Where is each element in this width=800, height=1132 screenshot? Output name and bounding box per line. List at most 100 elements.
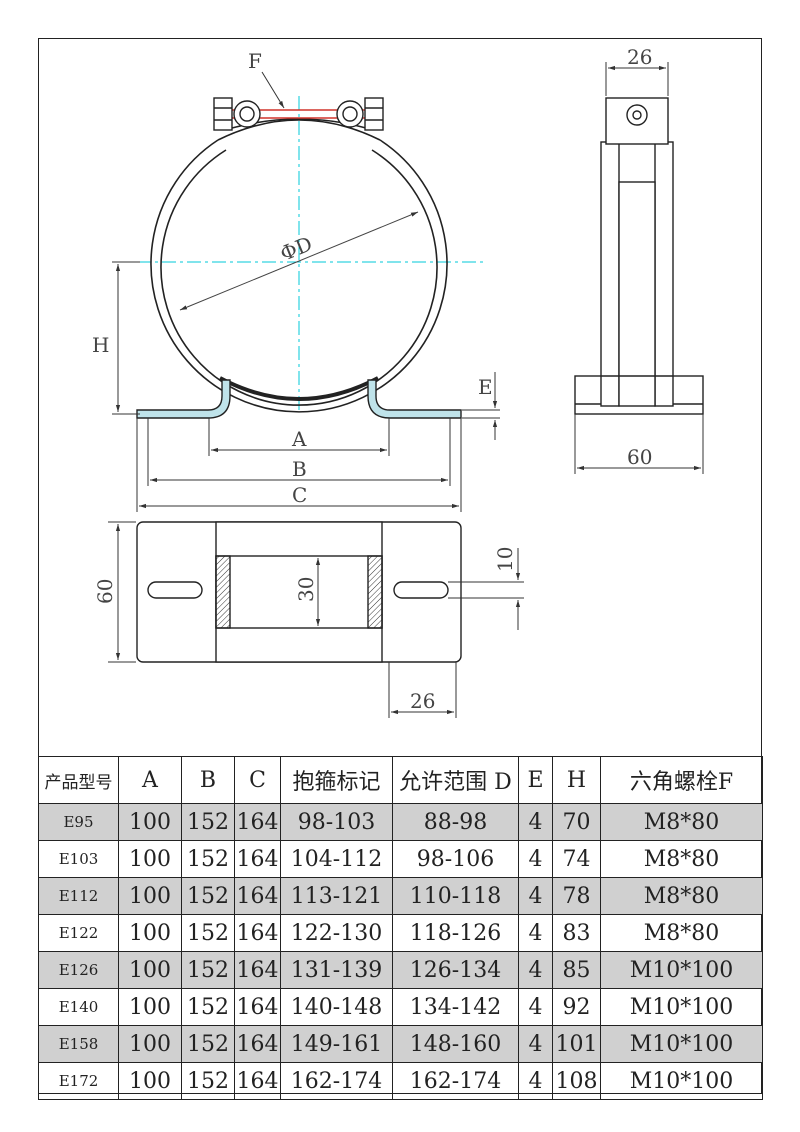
cell-a: 100: [118, 877, 182, 915]
cell-e: 4: [518, 803, 553, 841]
bolt-f-label: F: [248, 49, 262, 73]
cell-b: 152: [181, 988, 235, 1026]
cell-model: E95: [38, 803, 119, 841]
cell-f: M10*100: [600, 1025, 763, 1063]
cell-mark: 149-161: [280, 1025, 393, 1063]
cell-b: 152: [181, 914, 235, 952]
dimension-e: [462, 372, 500, 440]
cell-range: 110-118: [392, 877, 519, 915]
cell-h: 74: [552, 840, 601, 878]
technical-drawing: ΦD F H E: [92, 45, 704, 718]
cell-h: 85: [552, 951, 601, 989]
b-label: B: [292, 457, 307, 481]
cell-b: 152: [181, 1062, 235, 1100]
cell-f: M10*100: [600, 951, 763, 989]
cell-e: 4: [518, 840, 553, 878]
cell-range: 88-98: [392, 803, 519, 841]
cell-h: 101: [552, 1025, 601, 1063]
cell-range: 98-106: [392, 840, 519, 878]
cell-model: E112: [38, 877, 119, 915]
hex-nut-left: [213, 97, 233, 131]
cell-b: 152: [181, 877, 235, 915]
plan-flange-label: 26: [410, 689, 435, 713]
cell-c: 164: [234, 988, 281, 1026]
header-h: H: [552, 756, 601, 804]
cell-f: M10*100: [600, 988, 763, 1026]
cell-a: 100: [118, 803, 182, 841]
cell-c: 164: [234, 951, 281, 989]
table-header-row: 产品型号 A B C 抱箍标记 允许范围 D E H 六角螺栓F: [38, 756, 763, 804]
clamp-ring-inner: [160, 149, 438, 406]
cell-range: 148-160: [392, 1025, 519, 1063]
clamp-ring-outer: [150, 139, 448, 413]
cell-b: 152: [181, 840, 235, 878]
cell-range: 162-174: [392, 1062, 519, 1100]
cell-f: M10*100: [600, 1062, 763, 1100]
cell-f: M8*80: [600, 803, 763, 841]
cell-e: 4: [518, 914, 553, 952]
plan-height-label: 60: [93, 579, 117, 604]
cell-h: 78: [552, 877, 601, 915]
cell-mark: 104-112: [280, 840, 393, 878]
cell-h: 83: [552, 914, 601, 952]
header-model: 产品型号: [38, 756, 119, 804]
cell-range: 126-134: [392, 951, 519, 989]
cell-f: M8*80: [600, 840, 763, 878]
cell-a: 100: [118, 914, 182, 952]
side-view: [574, 97, 704, 415]
cell-b: 152: [181, 803, 235, 841]
cell-mark: 113-121: [280, 877, 393, 915]
cell-c: 164: [234, 803, 281, 841]
side-top-width-label: 26: [627, 45, 652, 69]
cell-e: 4: [518, 1025, 553, 1063]
diameter-arrow: [179, 211, 419, 311]
phi-d-label: ΦD: [277, 231, 316, 265]
cell-a: 100: [118, 1062, 182, 1100]
cell-c: 164: [234, 1062, 281, 1100]
base-flange-left: [136, 379, 231, 419]
side-dimensions: [574, 62, 704, 474]
cell-model: E172: [38, 1062, 119, 1100]
cell-model: E103: [38, 840, 119, 878]
cell-model: E140: [38, 988, 119, 1026]
cell-h: 108: [552, 1062, 601, 1100]
cell-h: 70: [552, 803, 601, 841]
cell-a: 100: [118, 1025, 182, 1063]
cell-model: E126: [38, 951, 119, 989]
cell-h: 92: [552, 988, 601, 1026]
dimensions-abc: [136, 418, 462, 512]
cell-range: 118-126: [392, 914, 519, 952]
cell-f: M8*80: [600, 914, 763, 952]
plan-view: [136, 521, 462, 663]
slot-right: [393, 581, 449, 599]
cell-e: 4: [518, 877, 553, 915]
header-c: C: [234, 756, 281, 804]
cell-mark: 131-139: [280, 951, 393, 989]
top-bolt-assembly: [213, 97, 384, 131]
cell-model: E158: [38, 1025, 119, 1063]
cell-c: 164: [234, 840, 281, 878]
hex-nut-right: [364, 97, 384, 131]
cell-model: E122: [38, 914, 119, 952]
cell-c: 164: [234, 914, 281, 952]
plan-slot-width-label: 30: [294, 577, 318, 602]
header-bolt: 六角螺栓F: [600, 756, 763, 804]
cell-c: 164: [234, 1025, 281, 1063]
cell-b: 152: [181, 1025, 235, 1063]
cell-a: 100: [118, 951, 182, 989]
cell-e: 4: [518, 988, 553, 1026]
e-label: E: [478, 375, 493, 399]
cell-a: 100: [118, 840, 182, 878]
c-label: C: [292, 483, 307, 507]
dimension-h: [112, 261, 140, 415]
cell-a: 100: [118, 988, 182, 1026]
cell-mark: 98-103: [280, 803, 393, 841]
cell-mark: 162-174: [280, 1062, 393, 1100]
